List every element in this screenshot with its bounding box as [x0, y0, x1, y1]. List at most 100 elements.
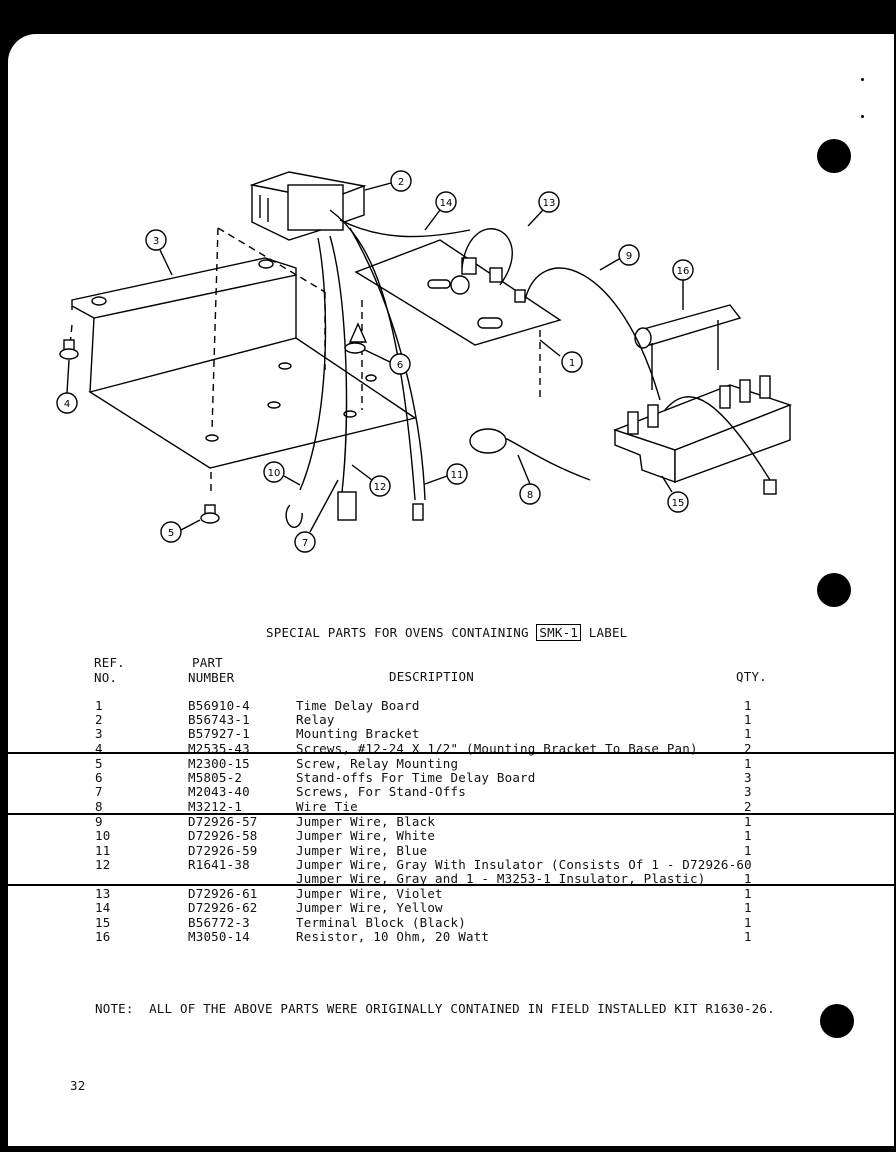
time-delay-board — [354, 239, 562, 346]
callout-3: 3 — [145, 229, 173, 276]
row-qty: 3 — [744, 784, 752, 799]
row-ref: 2 — [95, 712, 103, 727]
scan-speck — [861, 78, 864, 81]
row-description: Wire Tie — [296, 799, 358, 814]
mounting-bracket — [71, 257, 417, 469]
row-part-number: M2300-15 — [188, 756, 250, 771]
row-description: Relay — [296, 712, 335, 727]
row-ref: 9 — [95, 814, 103, 829]
svg-text:11: 11 — [451, 470, 464, 481]
section-title: SPECIAL PARTS FOR OVENS CONTAINING SMK-1… — [266, 624, 628, 641]
row-part-number: B56772-3 — [188, 915, 250, 930]
svg-text:10: 10 — [268, 468, 281, 479]
row-part-number: B56743-1 — [188, 712, 250, 727]
svg-text:1: 1 — [569, 358, 575, 369]
svg-text:9: 9 — [626, 251, 632, 262]
svg-text:6: 6 — [397, 360, 403, 371]
header-qty: QTY. — [736, 669, 767, 684]
divider — [8, 813, 894, 815]
row-ref: 14 — [95, 900, 111, 915]
callout-11: 11 — [424, 463, 468, 485]
row-qty: 2 — [744, 799, 752, 814]
svg-text:5: 5 — [168, 528, 174, 539]
row-description: Screws, For Stand-Offs — [296, 784, 466, 799]
binder-hole — [817, 573, 851, 607]
row-description: Mounting Bracket — [296, 726, 420, 741]
title-text-end: LABEL — [588, 625, 628, 640]
row-part-number: D72926-57 — [188, 814, 258, 829]
row-description: Jumper Wire, Violet — [296, 886, 443, 901]
row-description: Time Delay Board — [296, 698, 420, 713]
row-description: Jumper Wire, Gray With Insulator (Consis… — [296, 857, 752, 872]
svg-text:8: 8 — [527, 490, 533, 501]
row-qty: 1 — [744, 843, 752, 858]
row-ref: 1 — [95, 698, 103, 713]
row-description-cont: Jumper Wire, Gray and 1 - M3253-1 Insula… — [296, 871, 706, 886]
row-ref: 6 — [95, 770, 103, 785]
callout-16: 16 — [672, 259, 694, 310]
row-description: Terminal Block (Black) — [296, 915, 466, 930]
row-qty: 1 — [744, 929, 752, 944]
row-part-number: M5805-2 — [188, 770, 243, 785]
relay — [249, 171, 367, 241]
row-part-number: M3212-1 — [188, 799, 243, 814]
terminal-block — [612, 375, 793, 484]
callout-6: 6 — [364, 349, 411, 375]
row-description: Jumper Wire, Blue — [296, 843, 428, 858]
callout-9: 9 — [599, 244, 640, 271]
row-ref: 15 — [95, 915, 111, 930]
binder-hole — [820, 1004, 854, 1038]
row-ref: 3 — [95, 726, 103, 741]
callout-1: 1 — [539, 339, 583, 373]
row-ref: 16 — [95, 929, 111, 944]
callout-7: 7 — [294, 479, 339, 553]
header-ref-2: NO. — [94, 670, 118, 685]
callout-15: 15 — [661, 475, 689, 513]
row-part-number: B57927-1 — [188, 726, 250, 741]
svg-text:3: 3 — [153, 236, 159, 247]
svg-text:12: 12 — [374, 482, 387, 493]
binder-hole — [817, 139, 851, 173]
row-qty: 1 — [744, 828, 752, 843]
row-qty: 1 — [744, 915, 752, 930]
exploded-parts-diagram: 1 2 3 4 5 6 7 8 9 10 11 12 13 14 15 16 — [56, 170, 793, 553]
header-part-2: NUMBER — [188, 670, 235, 685]
callout-10: 10 — [263, 461, 301, 486]
label-code-box: SMK-1 — [536, 624, 582, 641]
divider — [8, 752, 894, 754]
scan-speck — [861, 115, 864, 118]
screw-4 — [59, 339, 79, 360]
header-part-1: PART — [192, 655, 223, 670]
row-part-number: D72926-61 — [188, 886, 258, 901]
title-text: SPECIAL PARTS FOR OVENS CONTAINING — [266, 625, 529, 640]
callout-14: 14 — [424, 191, 457, 231]
callout-12: 12 — [351, 464, 391, 497]
header-description: DESCRIPTION — [389, 669, 474, 684]
svg-text:16: 16 — [677, 266, 690, 277]
svg-text:4: 4 — [64, 399, 70, 410]
row-part-number: D72926-58 — [188, 828, 258, 843]
row-description: Screw, Relay Mounting — [296, 756, 459, 771]
row-ref: 13 — [95, 886, 111, 901]
svg-text:13: 13 — [543, 198, 556, 209]
row-ref: 10 — [95, 828, 111, 843]
row-qty: 1 — [744, 900, 752, 915]
svg-text:7: 7 — [302, 538, 308, 549]
row-ref: 8 — [95, 799, 103, 814]
row-part-number: M2535-43 — [188, 741, 250, 756]
row-qty: 1 — [744, 871, 752, 886]
callout-13: 13 — [527, 191, 560, 227]
row-part-number: D72926-62 — [188, 900, 258, 915]
stand-off — [344, 322, 368, 354]
screw-5 — [200, 504, 220, 524]
resistor — [634, 304, 742, 390]
page-sheet — [8, 34, 894, 1146]
callout-5: 5 — [160, 519, 201, 543]
row-qty: 1 — [744, 886, 752, 901]
header-ref-1: REF. — [94, 655, 125, 670]
row-description: Jumper Wire, Black — [296, 814, 436, 829]
svg-text:14: 14 — [440, 198, 453, 209]
row-qty: 1 — [744, 712, 752, 727]
row-description: Stand-offs For Time Delay Board — [296, 770, 536, 785]
jumper-wires — [285, 209, 777, 528]
